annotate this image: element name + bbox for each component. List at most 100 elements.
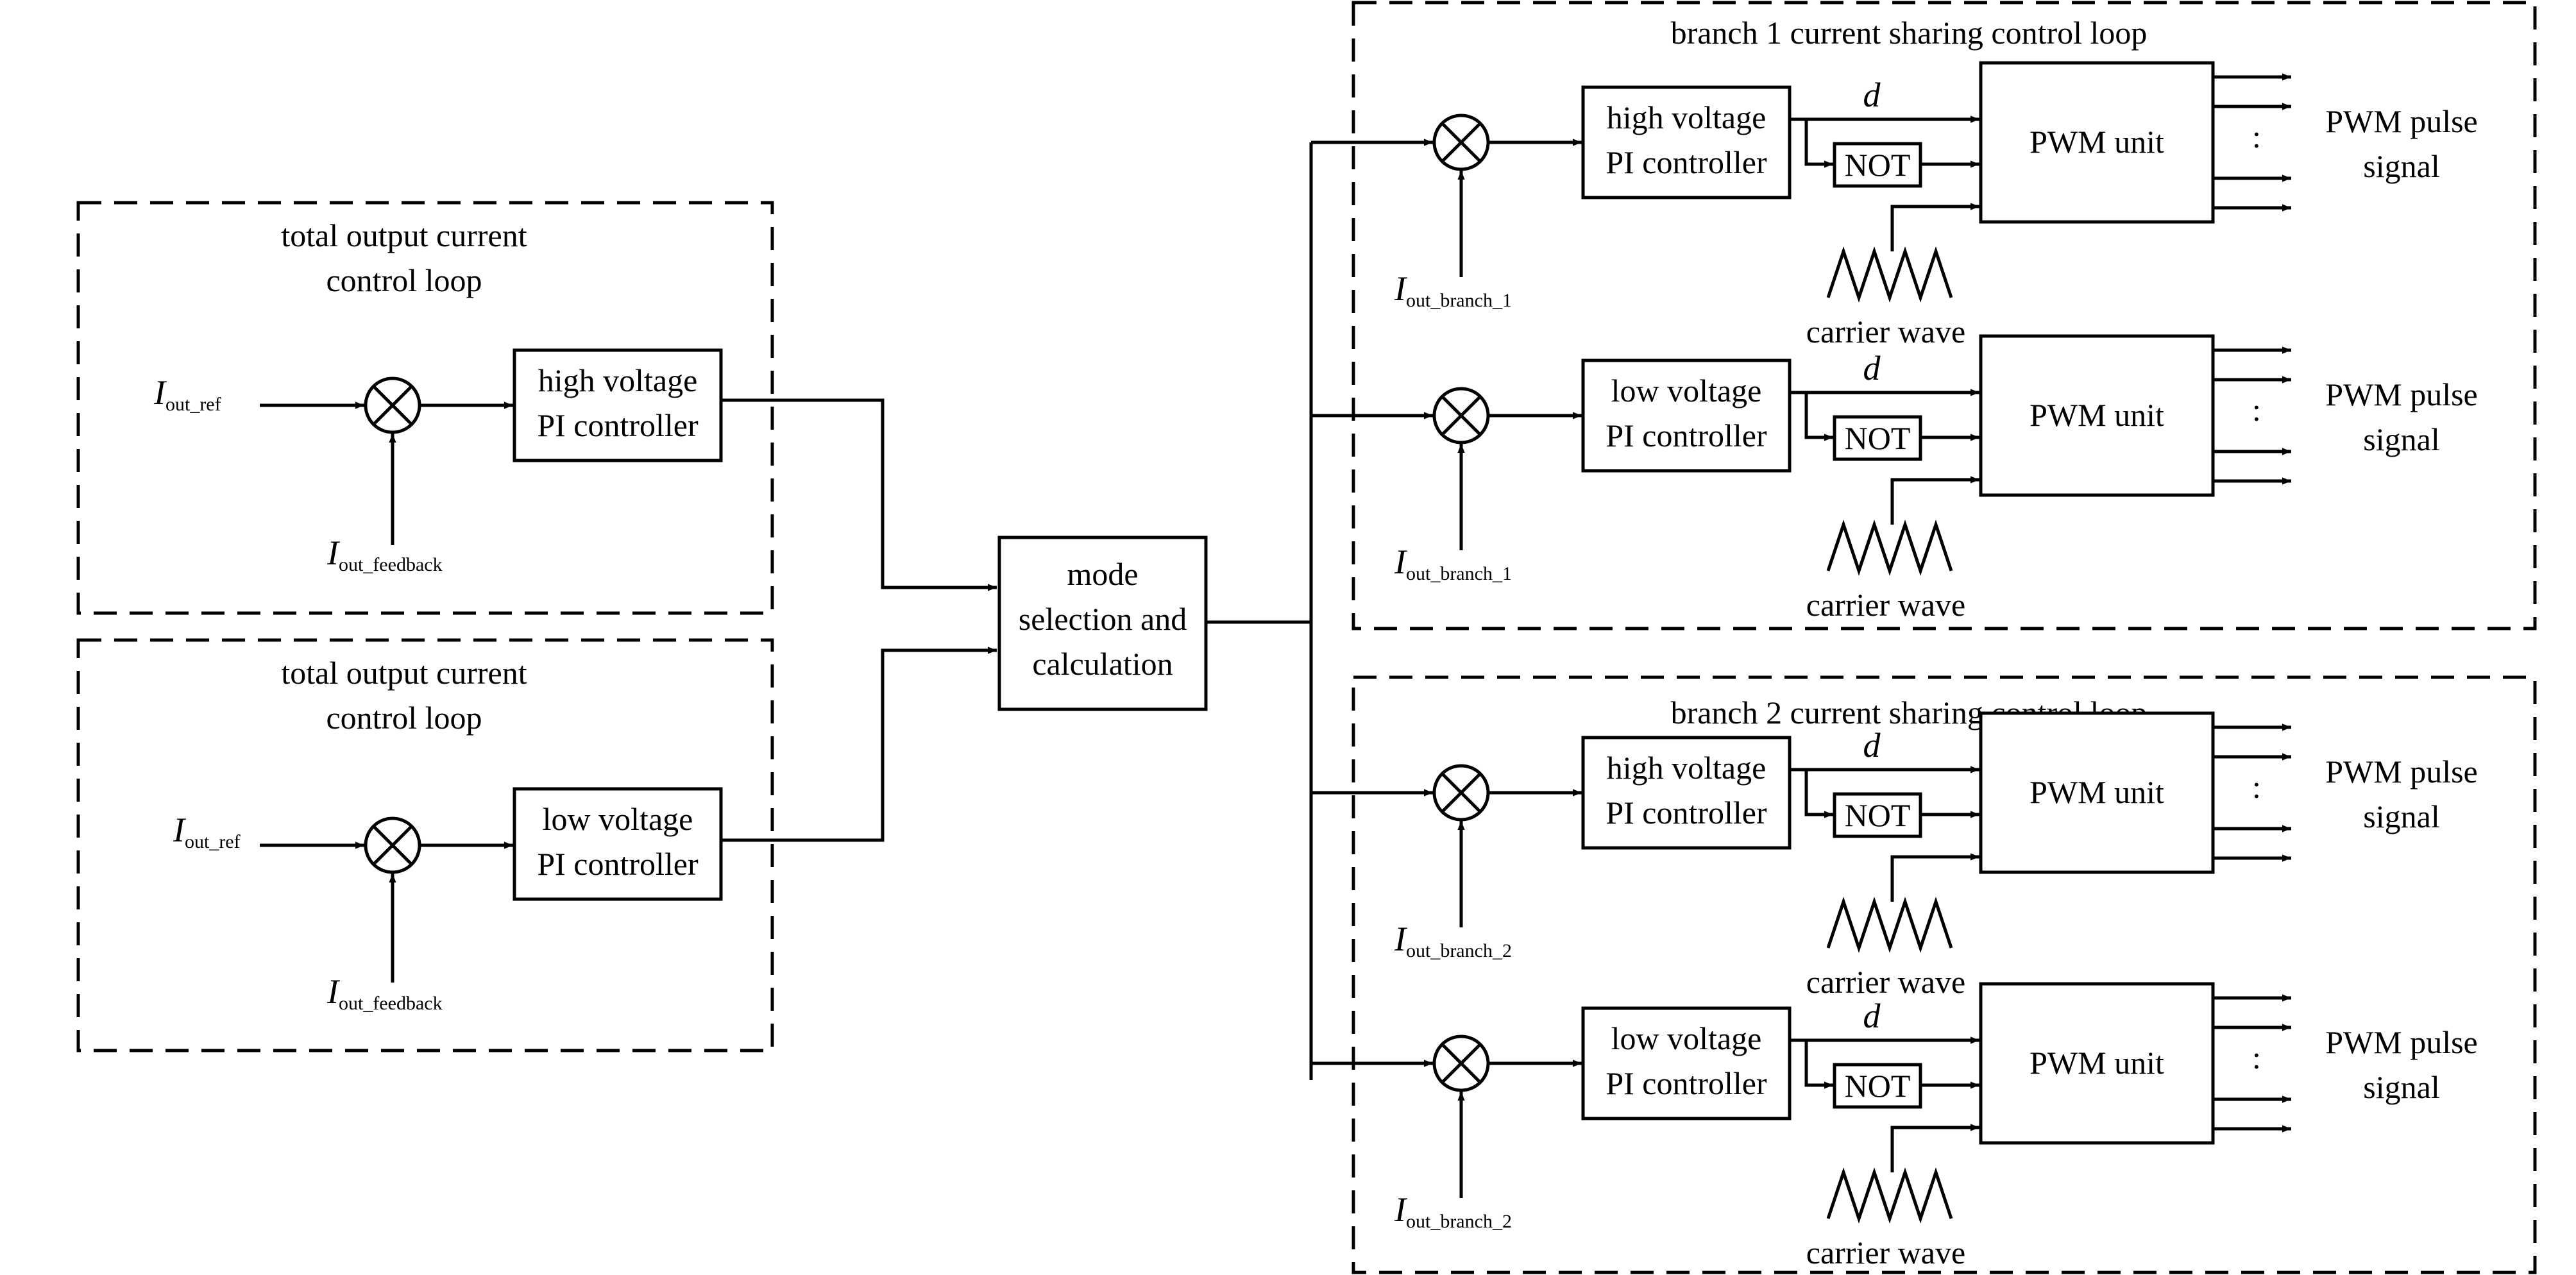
total-current-loop-1: total output current control loop Iout_r… <box>76 201 774 615</box>
loop-1-title-line2: control loop <box>326 262 482 298</box>
unit-controller-line2: PI controller <box>1606 418 1767 453</box>
unit-feedback-label: Iout_branch_1 <box>1394 543 1512 584</box>
unit-not-label: NOT <box>1845 147 1911 183</box>
loop-1-boundary <box>76 201 774 615</box>
loop-2-feedback-label: Iout_feedback <box>326 972 443 1014</box>
unit-carrier-input <box>1890 853 1979 902</box>
unit-pwm-label: PWM unit <box>2029 124 2164 160</box>
unit-controller-line2: PI controller <box>1606 144 1767 180</box>
loop-2-controller-line1: low voltage <box>543 801 693 837</box>
unit-output-dots: : <box>2252 119 2261 155</box>
unit-output-dots: : <box>2252 769 2261 805</box>
mode-block-line2: selection and <box>1019 601 1187 637</box>
unit-feedback-label: Iout_branch_1 <box>1394 269 1512 311</box>
loop-2-summing-junction <box>364 816 421 874</box>
unit-summing-junction <box>1432 114 1490 171</box>
loop-2-boundary <box>76 638 774 1052</box>
unit-output-label-line2: signal <box>2363 798 2439 834</box>
mode-selection-block <box>997 536 1208 711</box>
unit-not-gate <box>1833 415 1922 461</box>
wire-loop1-to-mode <box>721 398 997 591</box>
unit-summing-junction <box>1432 764 1490 822</box>
unit-duty-label: d <box>1863 997 1881 1035</box>
unit-not-input <box>1804 119 1833 168</box>
unit-not-input <box>1804 393 1833 441</box>
unit-controller-line1: high voltage <box>1607 750 1767 786</box>
unit-carrier-label: carrier wave <box>1806 964 1965 1000</box>
unit-controller-line1: high voltage <box>1607 99 1767 135</box>
unit-output-label-line2: signal <box>2363 148 2439 184</box>
branch-1-boundary <box>1352 1 2537 630</box>
unit-carrier-waveform <box>1826 519 1953 576</box>
unit-carrier-label: carrier wave <box>1806 314 1965 350</box>
unit-summing-junction <box>1432 1034 1490 1092</box>
unit-output-label-line1: PWM pulse <box>2325 1024 2478 1060</box>
unit-carrier-input <box>1890 1124 1979 1172</box>
unit-output-dots: : <box>2252 1040 2261 1076</box>
unit-carrier-label: carrier wave <box>1806 587 1965 623</box>
unit-pi-controller <box>1581 85 1792 199</box>
unit-controller-line2: PI controller <box>1606 795 1767 831</box>
unit-pwm-label: PWM unit <box>2029 774 2164 810</box>
unit-controller-line1: low voltage <box>1611 373 1762 409</box>
loop-2-controller-line2: PI controller <box>537 846 699 882</box>
branch-2-boundary <box>1352 675 2537 1274</box>
unit-pwm-block <box>1979 334 2215 497</box>
unit-duty-label: d <box>1863 349 1881 387</box>
unit-not-input <box>1804 1040 1833 1089</box>
unit-pwm-label: PWM unit <box>2029 1045 2164 1081</box>
mode-block-line3: calculation <box>1032 646 1173 682</box>
unit-pi-controller <box>1581 736 1792 850</box>
unit-controller-line2: PI controller <box>1606 1065 1767 1101</box>
loop-2-title-line1: total output current <box>281 655 527 691</box>
loop-1-summing-junction <box>364 376 421 434</box>
unit-output-label-line1: PWM pulse <box>2325 376 2478 412</box>
loop-1-controller-line2: PI controller <box>537 407 699 443</box>
branch-1-title: branch 1 current sharing control loop <box>1671 15 2148 51</box>
unit-carrier-waveform <box>1826 897 1953 953</box>
branch-2-unit-2: Iout_branch_2 low voltage PI controller … <box>1311 982 2478 1271</box>
loop-1-pi-controller <box>513 348 723 462</box>
loop-1-title-line1: total output current <box>281 217 527 253</box>
unit-output-label-line2: signal <box>2363 421 2439 457</box>
unit-feedback-label: Iout_branch_2 <box>1394 1190 1512 1232</box>
mode-block-line1: mode <box>1067 556 1138 592</box>
unit-duty-label: d <box>1863 76 1881 114</box>
loop-1-reference-label: Iout_ref <box>153 373 221 415</box>
unit-output-dots: : <box>2252 392 2261 428</box>
unit-not-label: NOT <box>1845 1068 1911 1104</box>
unit-not-label: NOT <box>1845 797 1911 833</box>
unit-not-input <box>1804 770 1833 818</box>
unit-carrier-input <box>1890 203 1979 251</box>
unit-pwm-label: PWM unit <box>2029 397 2164 433</box>
branch-units: Iout_branch_1 high voltage PI controller… <box>1311 61 2478 1271</box>
branch-1-unit-2: Iout_branch_1 low voltage PI controller … <box>1311 334 2478 623</box>
loop-1-controller-line1: high voltage <box>538 362 698 398</box>
unit-carrier-waveform <box>1826 246 1953 303</box>
loop-2-pi-controller <box>513 787 723 901</box>
unit-carrier-label: carrier wave <box>1806 1235 1965 1271</box>
branch-2-unit-1: Iout_branch_2 high voltage PI controller… <box>1311 711 2478 1000</box>
unit-not-gate <box>1833 792 1922 838</box>
unit-summing-junction <box>1432 387 1490 444</box>
unit-duty-label: d <box>1863 726 1881 764</box>
unit-pwm-block <box>1979 711 2215 874</box>
unit-controller-line1: low voltage <box>1611 1020 1762 1056</box>
unit-carrier-waveform <box>1826 1167 1953 1224</box>
unit-pwm-block <box>1979 982 2215 1145</box>
unit-output-label-line2: signal <box>2363 1069 2439 1105</box>
unit-pi-controller <box>1581 359 1792 473</box>
wire-loop2-to-mode <box>721 646 997 842</box>
unit-pwm-block <box>1979 61 2215 224</box>
unit-output-label-line1: PWM pulse <box>2325 754 2478 789</box>
loop-1-feedback-label: Iout_feedback <box>326 534 443 575</box>
unit-not-label: NOT <box>1845 420 1911 456</box>
unit-output-label-line1: PWM pulse <box>2325 103 2478 139</box>
unit-pi-controller <box>1581 1006 1792 1120</box>
unit-carrier-input <box>1890 476 1979 525</box>
loop-2-reference-label: Iout_ref <box>173 811 241 852</box>
loop-2-title-line2: control loop <box>326 700 482 736</box>
branch-1-unit-1: Iout_branch_1 high voltage PI controller… <box>1311 61 2478 350</box>
total-current-loop-2: total output current control loop Iout_r… <box>76 638 774 1052</box>
